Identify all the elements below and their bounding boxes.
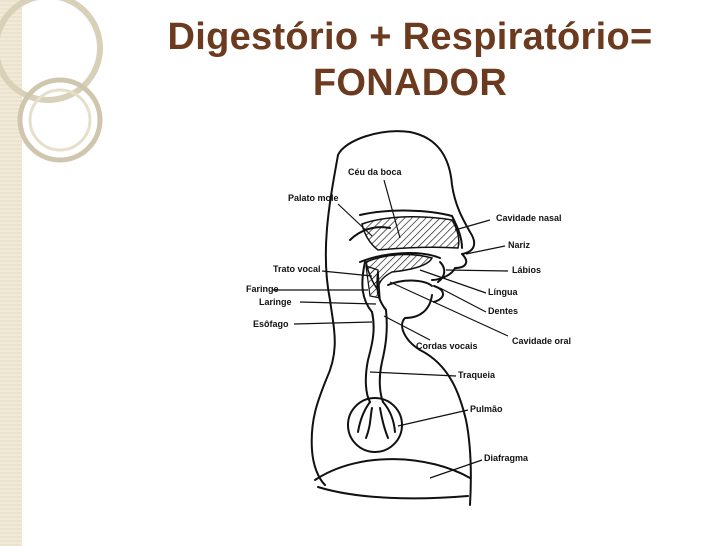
neck-back	[310, 154, 339, 486]
title-line-2: FONADOR	[312, 62, 508, 104]
label-nariz: Nariz	[508, 240, 531, 250]
label-cavidade-oral: Cavidade oral	[512, 336, 572, 346]
leader-lingua	[419, 269, 487, 294]
nasal-cavity-hatch	[361, 216, 460, 251]
label-cavidade-nasal: Cavidade nasal	[496, 213, 562, 223]
label-dentes: Dentes	[488, 306, 519, 316]
leader-cordas	[383, 315, 431, 341]
label-traqueia: Traqueia	[458, 370, 496, 380]
label-cordas-vocais: Cordas vocais	[416, 341, 478, 351]
label-faringe: Faringe	[246, 284, 279, 294]
leader-ceu	[383, 179, 401, 239]
label-pulmao: Pulmão	[470, 404, 503, 414]
leader-esofago	[293, 321, 373, 325]
slide-title: Digestório + Respiratório= FONADOR	[150, 14, 670, 106]
leader-trato	[321, 270, 373, 277]
label-ceu-da-boca: Céu da boca	[348, 167, 402, 177]
label-laringe: Laringe	[259, 297, 292, 307]
leader-traqueia	[369, 371, 457, 377]
head-outline	[337, 130, 476, 281]
label-palato-mole: Palato mole	[288, 193, 339, 203]
leader-cavnasal	[454, 219, 491, 231]
leader-cavoral	[389, 281, 509, 337]
decorative-rings	[0, 0, 103, 163]
leader-palato	[337, 203, 373, 237]
diaphragm-line	[314, 458, 471, 481]
leader-diafragma	[429, 459, 483, 479]
leader-pulmao	[397, 409, 469, 427]
title-line-1: Digestório + Respiratório=	[167, 16, 653, 58]
leader-labios	[445, 269, 509, 272]
label-esofago: Esôfago	[253, 319, 289, 329]
sidebar-stripe	[0, 0, 22, 546]
label-diafragma: Diafragma	[484, 453, 529, 463]
label-trato-vocal: Trato vocal	[273, 264, 321, 274]
diaphragm-base	[317, 486, 469, 500]
label-lingua: Língua	[488, 287, 518, 297]
leader-dentes	[439, 287, 487, 313]
leader-laringe	[299, 301, 377, 305]
pharynx-hatch	[365, 265, 381, 299]
leader-nariz	[465, 245, 506, 255]
label-labios: Lábios	[512, 265, 542, 275]
neck-front	[401, 294, 472, 506]
